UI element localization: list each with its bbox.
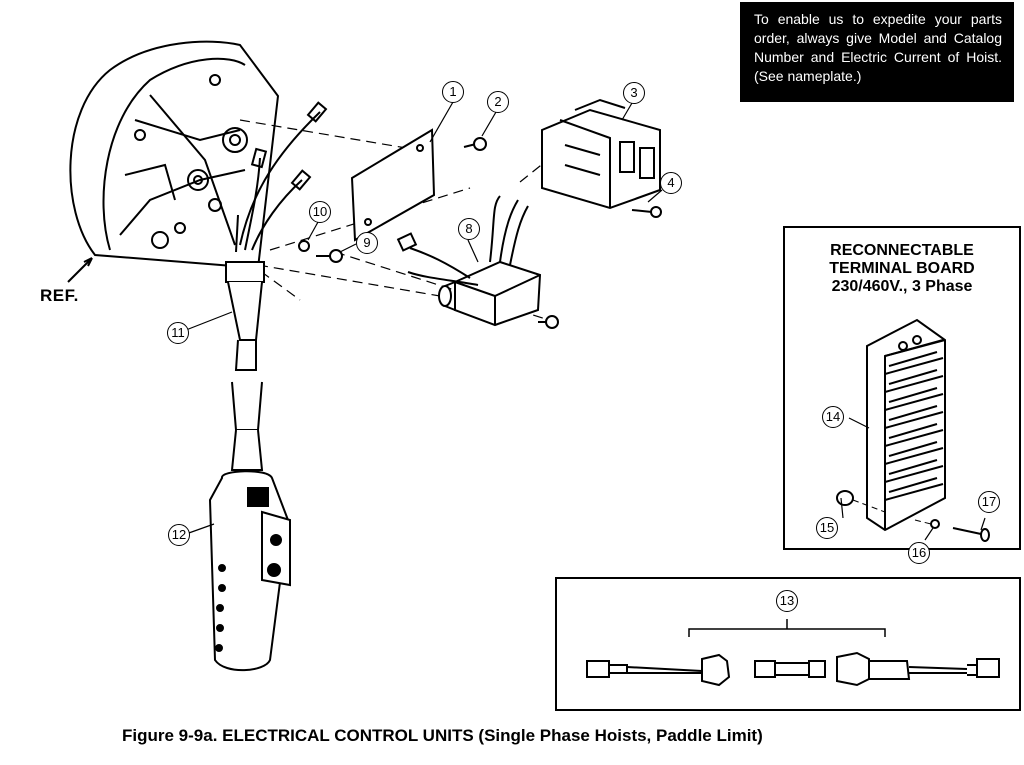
- spacer-15: [836, 490, 854, 506]
- screw-17: [952, 527, 982, 535]
- terminal-board-drawing: [836, 318, 990, 542]
- callout-16: 16: [908, 542, 930, 564]
- callout-14: 14: [822, 406, 844, 428]
- parts-order-notice: To enable us to expedite your parts orde…: [740, 2, 1014, 102]
- pendant-cable: [225, 261, 265, 471]
- mounting-plate: [350, 128, 436, 242]
- fuse-terminal-right: [976, 658, 1000, 678]
- callout-17: 17: [978, 491, 1000, 513]
- terminal-title-line1: RECONNECTABLE: [830, 242, 974, 259]
- fuse-holder-drawing: [586, 619, 1000, 687]
- screw-4: [631, 206, 662, 218]
- callout-13: 13: [776, 590, 798, 612]
- callout-10: 10: [309, 201, 331, 223]
- callout-leaders: [185, 101, 663, 535]
- fuse-terminal-left: [586, 660, 610, 678]
- washer-10: [298, 240, 310, 252]
- fuse-icon: [774, 662, 810, 676]
- contactor: [541, 98, 661, 210]
- terminal-board-title: RECONNECTABLE TERMINAL BOARD 230/460V., …: [785, 242, 1019, 296]
- callout-11: 11: [167, 322, 189, 344]
- housing-wires: [235, 101, 328, 253]
- terminal-title-line2: TERMINAL BOARD: [829, 260, 975, 277]
- callout-1: 1: [442, 81, 464, 103]
- callout-2: 2: [487, 91, 509, 113]
- terminal-title-line3: 230/460V., 3 Phase: [831, 278, 973, 295]
- ref-arrow-icon: [67, 257, 93, 283]
- screw-2: [463, 137, 487, 151]
- callout-3: 3: [623, 82, 645, 104]
- callout-8: 8: [458, 218, 480, 240]
- callout-4: 4: [660, 172, 682, 194]
- callout-12: 12: [168, 524, 190, 546]
- callout-9: 9: [356, 232, 378, 254]
- screw-9: [316, 249, 343, 263]
- fuse-bracket: [688, 628, 886, 637]
- washer-16: [930, 519, 940, 529]
- hoist-housing: [69, 40, 280, 270]
- callout-15: 15: [816, 517, 838, 539]
- terminal-fins: [884, 339, 944, 501]
- pendant: [208, 470, 291, 672]
- screw-lower: [538, 315, 559, 329]
- notice-text: To enable us to expedite your parts orde…: [754, 11, 1002, 84]
- ref-label: REF.: [40, 286, 79, 305]
- figure-caption: Figure 9-9a. ELECTRICAL CONTROL UNITS (S…: [122, 726, 763, 745]
- transformer: [396, 195, 542, 327]
